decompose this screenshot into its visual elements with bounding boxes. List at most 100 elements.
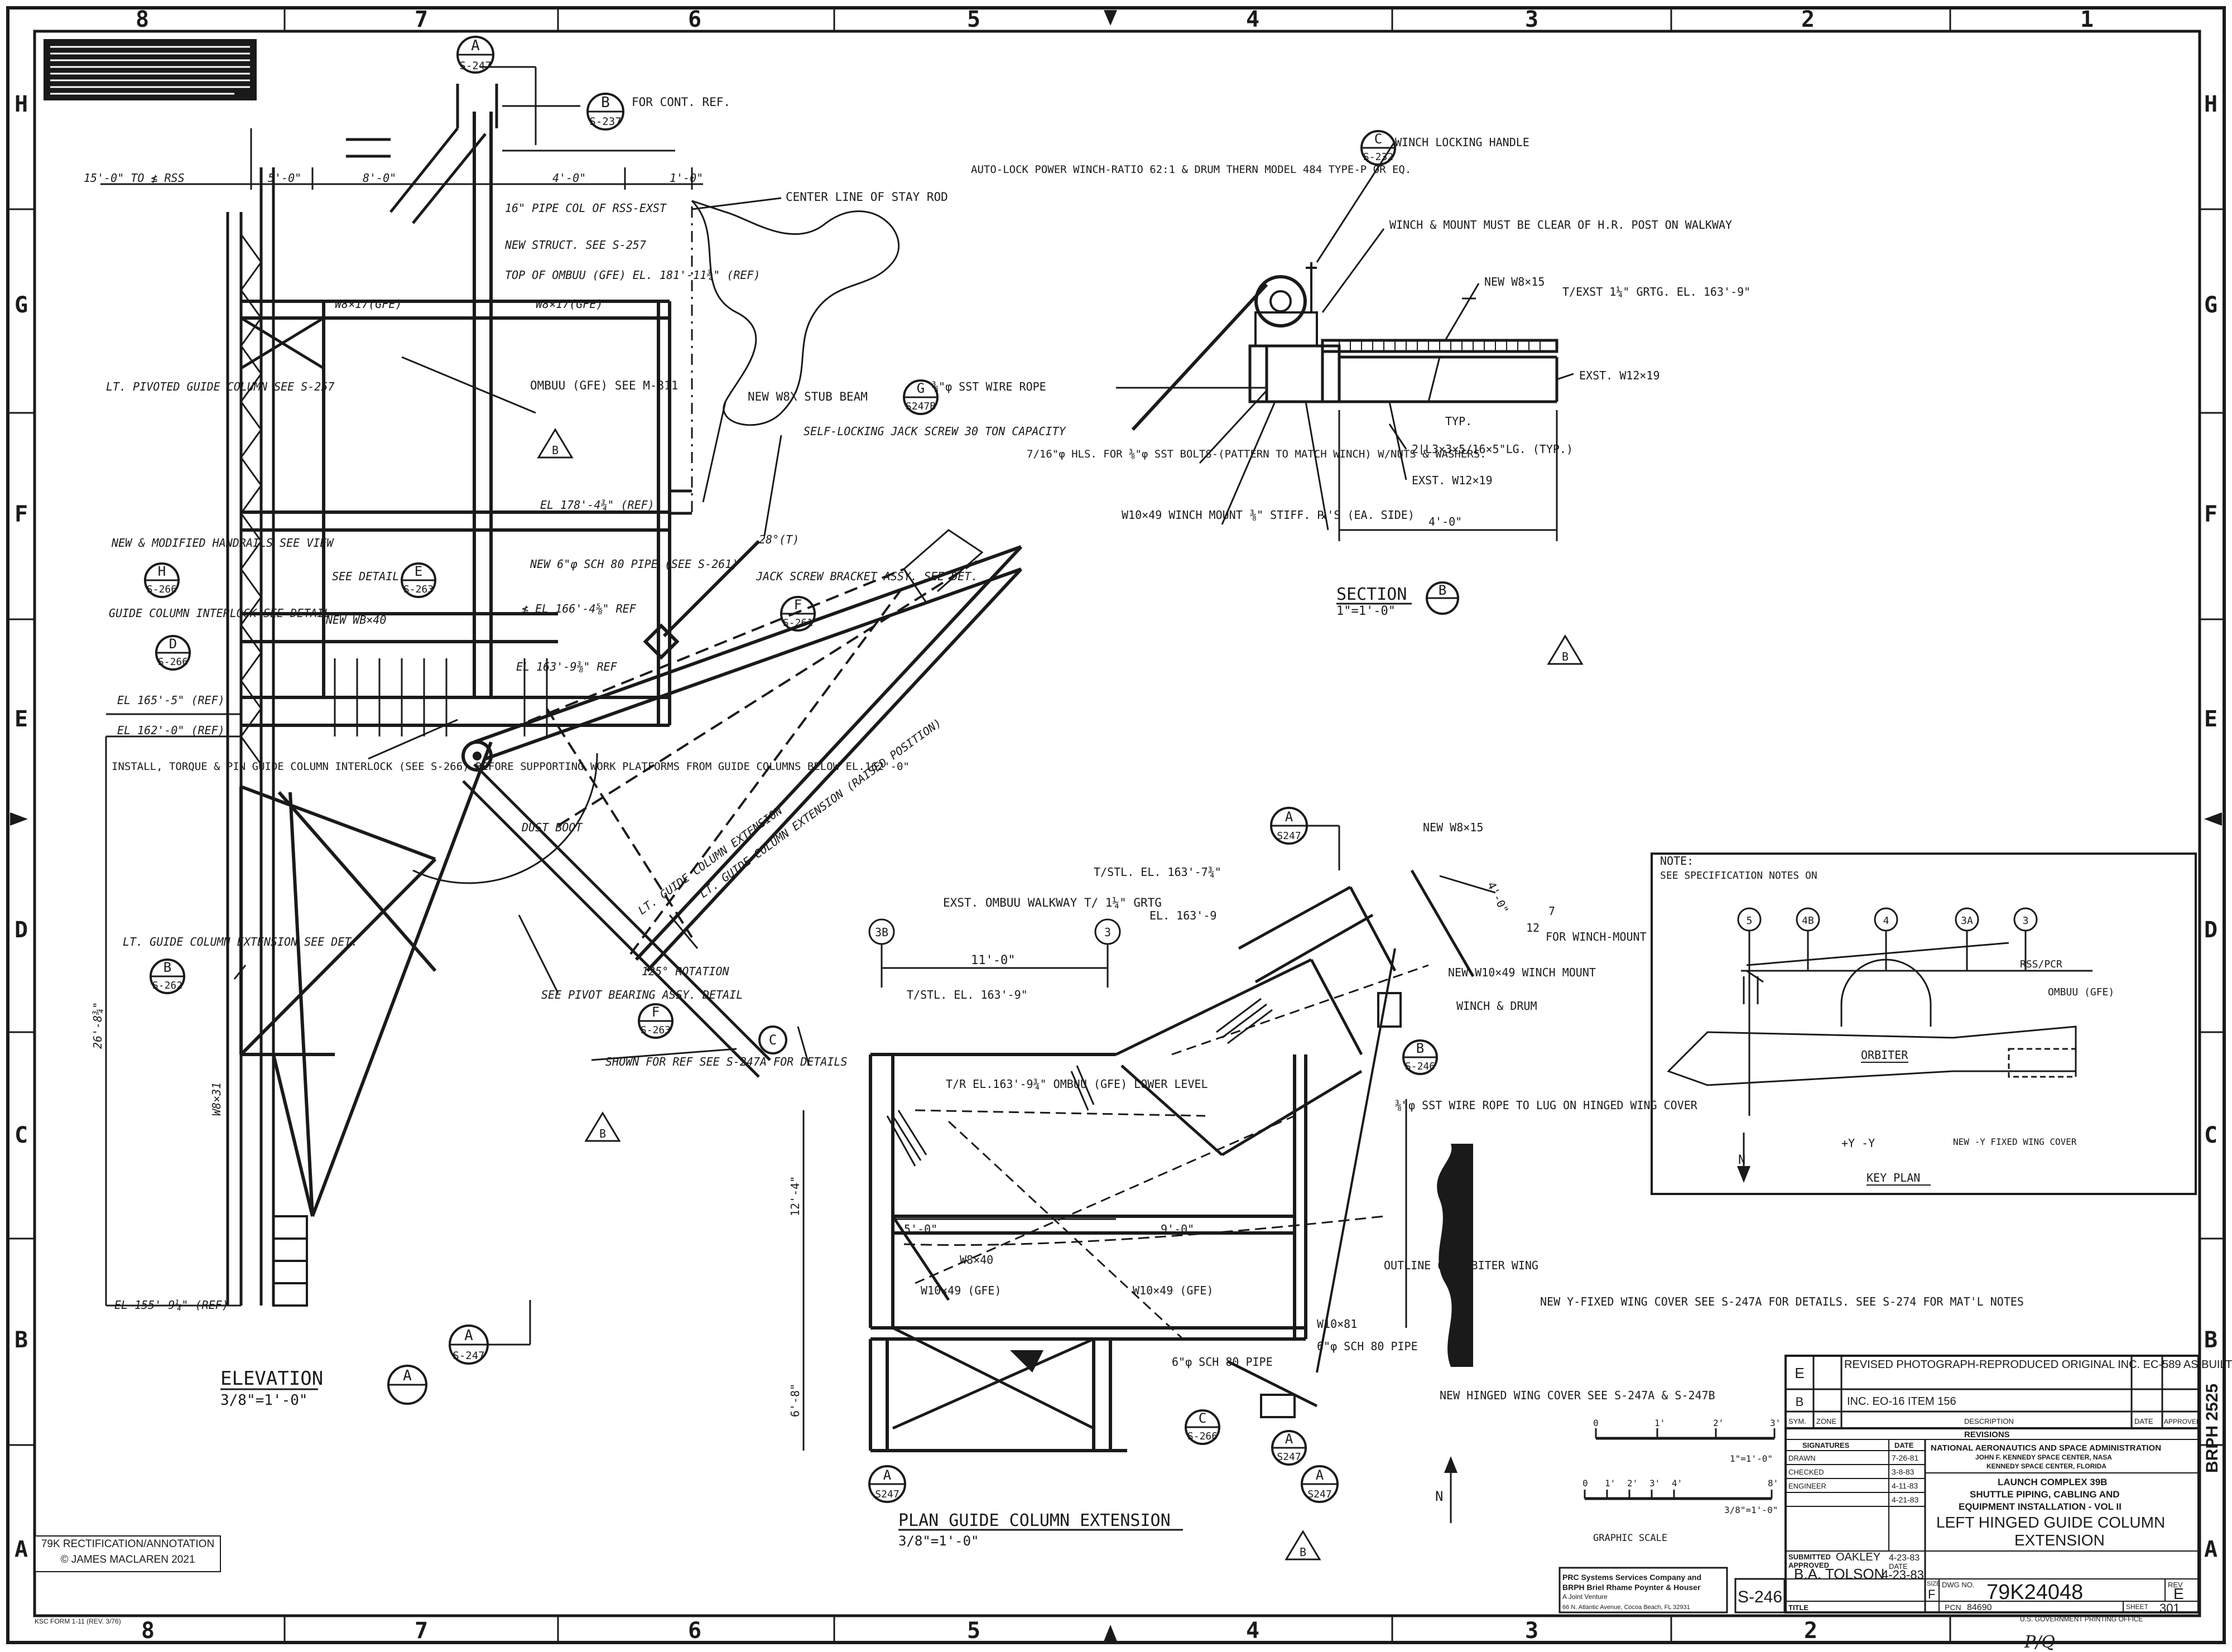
- plan-dim-4: 4'-0": [1485, 880, 1512, 916]
- plan-north: N: [1435, 1489, 1443, 1504]
- tri-b: B: [1300, 1545, 1306, 1559]
- callout-s247b: S247B: [906, 401, 936, 412]
- key-plan-title: KEY PLAN: [1867, 1171, 1920, 1184]
- callout-a-bottom: A: [464, 1327, 473, 1344]
- title-block: E REVISED PHOTOGRAPH-REPRODUCED ORIGINAL…: [35, 1355, 2232, 1625]
- plan-dim-6-8: 6'-8": [788, 1384, 802, 1417]
- tb-sheet: 301: [2159, 1601, 2180, 1615]
- tb-project: LAUNCH COMPLEX 39B: [1998, 1477, 2107, 1487]
- tb-subtitle2: EQUIPMENT INSTALLATION - VOL II: [1959, 1501, 2122, 1512]
- tb-sheet-label: SHEET: [2126, 1603, 2149, 1611]
- secb-wire-rope: ⅜"φ SST WIRE ROPE: [932, 380, 1046, 393]
- callout-f2: F: [652, 1004, 660, 1020]
- scale-tick: 1': [1605, 1478, 1615, 1489]
- elev-el-165: EL 165'-5" (REF): [117, 693, 225, 707]
- plan-w10x81: W10×81: [1317, 1317, 1357, 1331]
- tb-center: JOHN F. KENNEDY SPACE CENTER, NASA: [1975, 1453, 2112, 1461]
- tb-submitted-date: 4-23-83: [1889, 1553, 1920, 1563]
- handwritten-stamp: P/Q: [2024, 1632, 2055, 1652]
- scale-tick: 2': [1713, 1418, 1724, 1428]
- col-marker: 7: [415, 1618, 428, 1644]
- plan-dim-12: 12: [1526, 921, 1540, 935]
- secb-callout-c: C: [1374, 131, 1382, 147]
- callout-s262: S-262: [152, 980, 182, 991]
- firm-line3: A Joint Venture: [1562, 1593, 1608, 1601]
- sig-date: 4-21-83: [1892, 1495, 1918, 1504]
- plan-for-winch: FOR WINCH-MOUNT: [1546, 930, 1647, 943]
- tb-dwg-title2: EXTENSION: [2014, 1531, 2105, 1549]
- sig-h: SIGNATURES: [1802, 1441, 1850, 1449]
- tb-dwg-no: 79K24048: [1986, 1581, 2083, 1604]
- sig-date: 7-26-81: [1892, 1453, 1918, 1462]
- sig-date: 3-8-83: [1892, 1467, 1914, 1476]
- elev-dim-26: 26'-8¾": [91, 1002, 104, 1049]
- tri-b: B: [1562, 650, 1569, 663]
- row-marker: A: [2204, 1537, 2217, 1562]
- rev-desc: REVISED PHOTOGRAPH-REPRODUCED ORIGINAL I…: [1844, 1359, 2232, 1371]
- elev-el-178: EL 178'-4¾" (REF): [540, 498, 655, 512]
- plan-callout-b: B: [1416, 1041, 1424, 1056]
- plan-dim-5-0: 5'-0": [904, 1222, 937, 1236]
- tb-size-label: SIZE: [1927, 1581, 1940, 1587]
- warning-notice-block: [44, 39, 257, 100]
- callout-b-guide: B: [163, 960, 171, 975]
- scale-tick: 8': [1768, 1478, 1778, 1489]
- plan-callout-s247-b: S247: [1277, 1451, 1301, 1463]
- graphic-scale: 0 1' 2' 3' 1"=1'-0" 0 1' 2' 3' 4' 8' 3/8…: [1582, 1418, 1781, 1544]
- elev-new-pipe: NEW 6"φ SCH 80 PIPE (SEE S-261): [530, 557, 738, 571]
- rev-title: REVISIONS: [1964, 1430, 2010, 1439]
- scale-tick: 1': [1654, 1418, 1665, 1428]
- scale-label-top: 1"=1'-0": [1730, 1453, 1773, 1464]
- elev-self-lock: SELF-LOCKING JACK SCREW 30 TON CAPACITY: [804, 425, 1067, 438]
- elev-w8x31: W8×31: [210, 1082, 223, 1116]
- rev-h-date: DATE: [2134, 1417, 2153, 1425]
- row-marker: D: [2204, 917, 2217, 943]
- col-marker: 4: [1246, 7, 1259, 32]
- overlay-line2: © JAMES MACLAREN 2021: [60, 1554, 195, 1566]
- center-arrow-top: [1104, 10, 1117, 26]
- elev-new-struct: NEW STRUCT. SEE S-257: [504, 238, 646, 252]
- plan-el-163: EL. 163'-9: [1149, 909, 1216, 922]
- callout-h: H: [158, 563, 166, 579]
- drawing-frame: [6, 6, 2226, 1644]
- elev-dim-1: 1'-0": [670, 171, 703, 185]
- plan-t-stl-el: T/STL. EL. 163'-7¾": [1094, 865, 1221, 879]
- column-markers-top: 8 7 6 5 4 3 2 1: [136, 7, 2094, 32]
- tb-approved: APPROVED: [1788, 1561, 1829, 1569]
- plan-dim-12-4: 12'-4": [788, 1176, 802, 1216]
- plan-w8-gfe: W10×49 (GFE): [1133, 1284, 1214, 1297]
- elev-see-detail: SEE DETAIL: [332, 570, 399, 583]
- elev-lt-guide-ext2: LT. GUIDE COLUMN EXTENSION: [636, 803, 785, 917]
- column-markers-bottom: 8 7 6 5 4 3 2: [141, 1618, 1817, 1644]
- secb-winch-handle: WINCH LOCKING HANDLE: [1395, 136, 1529, 149]
- plan-wire-lug: ⅜"φ SST WIRE ROPE TO LUG ON HINGED WING …: [1395, 1099, 1698, 1112]
- tb-submitted-name: OAKLEY: [1836, 1551, 1880, 1563]
- elev-el-155: EL 155'-9¼" (REF): [114, 1298, 229, 1312]
- plan-scale: 3/8"=1'-0": [898, 1533, 979, 1549]
- callout-g: G: [917, 381, 925, 396]
- row-marker: D: [15, 917, 28, 943]
- rev-h-desc: DESCRIPTION: [1964, 1417, 2014, 1425]
- sig-role: ENGINEER: [1788, 1482, 1826, 1490]
- plan-title: PLAN GUIDE COLUMN EXTENSION: [898, 1511, 1171, 1530]
- secb-w10x49: W10×49 WINCH MOUNT: [1122, 508, 1243, 522]
- scale-tick: 2': [1627, 1478, 1638, 1489]
- tb-approved-name: B.A. TOLSON: [1794, 1566, 1884, 1582]
- secb-exst-w12-1: EXST. W12×19: [1579, 369, 1660, 382]
- callout-e: E: [415, 563, 422, 579]
- callout-b-cont: B: [601, 94, 610, 111]
- section-b-title: SECTION: [1336, 585, 1407, 604]
- plan-new-hinged: NEW HINGED WING COVER SEE S-247A & S-247…: [1440, 1389, 1715, 1402]
- plan-outline: OUTLINE OF ORBITER WING: [1384, 1259, 1538, 1272]
- tb-submitted: SUBMITTED: [1788, 1553, 1831, 1561]
- tb-govt-print: U.S. GOVERNMENT PRINTING OFFICE: [2020, 1615, 2143, 1623]
- plan-dim-9-0: 9'-0": [1161, 1222, 1194, 1236]
- col-marker: 6: [688, 7, 701, 32]
- plan-t-r-el: T/R EL.163'-9¾" OMBUU (GFE) LOWER LEVEL: [946, 1077, 1208, 1091]
- plan-new-w10: NEW W10×49 WINCH MOUNT: [1448, 966, 1596, 979]
- center-arrow-right: [2204, 812, 2222, 826]
- scale-tick: 0: [1593, 1418, 1599, 1428]
- tb-sheet-ref: S-246: [1738, 1588, 1782, 1606]
- secb-holes: 7/16"φ HLS. FOR ⅜"φ SST BOLTS-(PATTERN T…: [1027, 448, 1487, 460]
- col-marker: 8: [141, 1618, 155, 1644]
